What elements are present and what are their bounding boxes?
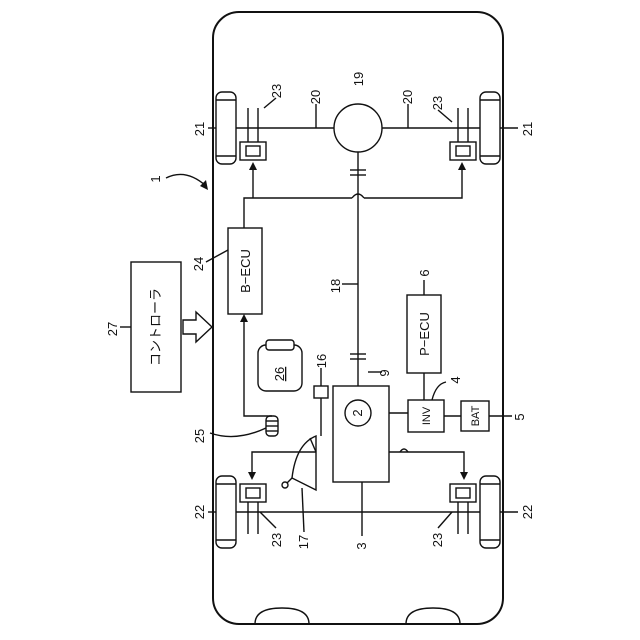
sensor [266, 416, 278, 436]
pecu-label: P−ECU [417, 312, 432, 356]
ref-5: 5 [512, 413, 527, 420]
motor-number: 2 [350, 409, 365, 416]
ref-9: 9 [377, 369, 392, 376]
rear-wheel-left [216, 476, 236, 548]
front-wheel-left [216, 92, 236, 164]
brake-pedal-box [314, 386, 328, 398]
ref-27: 27 [105, 322, 120, 336]
brake-line-front [244, 198, 352, 228]
caliper-rl [240, 484, 266, 534]
controller-label: コントローラ [149, 288, 164, 366]
differential [334, 104, 382, 152]
rear-bump-right [406, 608, 460, 624]
ref-3: 3 [354, 542, 369, 549]
ref-23-rr: 23 [430, 533, 445, 547]
caliper-fl [240, 108, 266, 160]
ref-20-left: 20 [308, 90, 323, 104]
ref-16: 16 [314, 354, 329, 368]
storage-unit [258, 340, 302, 391]
caliper-rr [450, 484, 476, 534]
ref-19: 19 [351, 72, 366, 86]
ref-18: 18 [328, 279, 343, 293]
ref-20-right: 20 [400, 90, 415, 104]
ref-23-fl: 23 [269, 84, 284, 98]
controller-arrow [183, 312, 212, 342]
ref-4: 4 [448, 376, 463, 383]
storage-label: 26 [272, 367, 287, 381]
ref-21-right: 21 [520, 122, 535, 136]
inv-label: INV [421, 406, 433, 425]
rear-bump-left [255, 608, 309, 624]
ref-17: 17 [296, 535, 311, 549]
ref-23-rl: 23 [269, 533, 284, 547]
ref-6: 6 [417, 269, 432, 276]
ref-25: 25 [192, 429, 207, 443]
ref-22-right: 22 [520, 505, 535, 519]
ref-23-fr: 23 [430, 96, 445, 110]
ref-22-left: 22 [192, 505, 207, 519]
ref-24: 24 [191, 257, 206, 271]
ref-21-left: 21 [192, 122, 207, 136]
bat-label: BAT [470, 405, 482, 426]
ref-1: 1 [148, 175, 163, 182]
becu-label: B−ECU [238, 249, 253, 293]
caliper-fr [450, 108, 476, 160]
front-wheel-right [480, 92, 500, 164]
rear-wheel-right [480, 476, 500, 548]
